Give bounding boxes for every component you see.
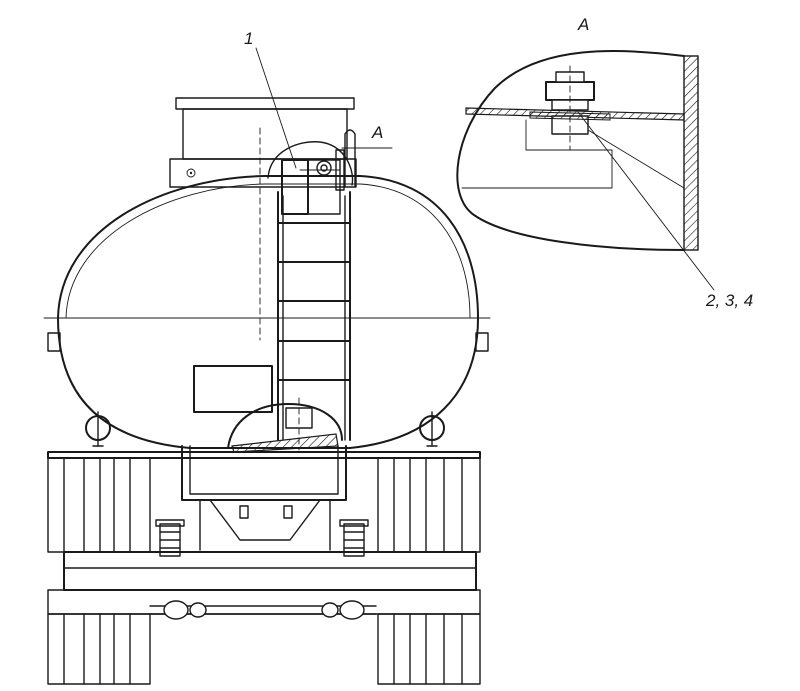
rear-wheels-right: [377, 457, 481, 685]
leader-parts-234: [577, 111, 715, 291]
rear-box: [193, 365, 273, 413]
tank-shell: [57, 175, 479, 449]
side-bracket-left: [47, 332, 61, 352]
tank-sump: [181, 445, 347, 551]
detail-view-a: [456, 49, 699, 251]
drain-dome: [227, 397, 343, 453]
spring-bracket-left: [155, 519, 185, 557]
callout-part-1: 1: [244, 29, 253, 48]
leader-part1: [255, 47, 297, 169]
rear-wheels-left: [47, 457, 151, 685]
tank-rear-view: [43, 97, 491, 685]
detail-view-label: А: [577, 15, 589, 34]
tie-rod: [149, 600, 377, 620]
trailer-frame: [47, 451, 481, 615]
ladder: [277, 129, 356, 441]
ladder-bracket-part1: [281, 149, 345, 215]
lift-ring-right: [419, 411, 445, 447]
callout-view-a: А: [371, 123, 383, 142]
spring-bracket-right: [339, 519, 369, 557]
manhole-hatch: [169, 97, 357, 188]
lift-ring-left: [85, 411, 111, 447]
callout-parts-2-3-4: 2, 3, 4: [705, 291, 753, 310]
detail-circle-a: [267, 141, 354, 186]
side-bracket-right: [475, 332, 489, 352]
